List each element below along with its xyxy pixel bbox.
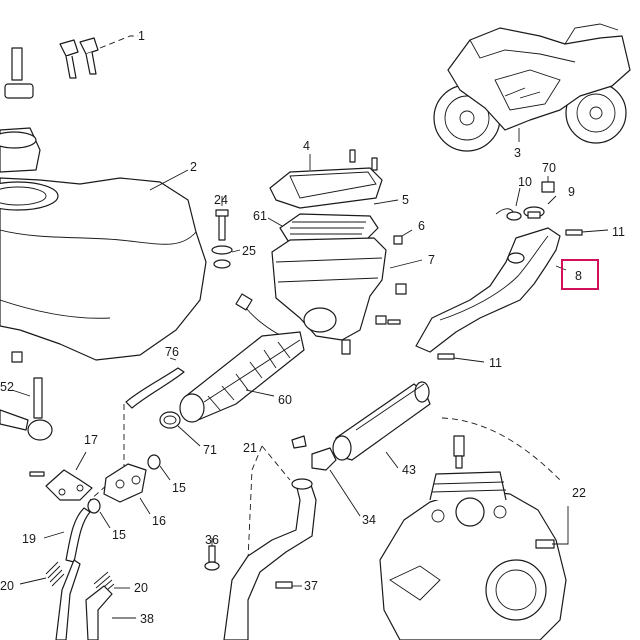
spacer-15 <box>87 454 161 514</box>
callout-8: 8 <box>575 269 582 283</box>
airbox-housing <box>271 235 407 355</box>
bolt-37 <box>275 581 293 589</box>
leader-34 <box>329 469 361 517</box>
exhaust-clamp <box>291 435 337 471</box>
callout-11-lower: 11 <box>489 356 502 370</box>
air-intake-duct <box>415 227 561 353</box>
leader-1 <box>99 35 138 49</box>
mounting-bracket <box>29 469 93 501</box>
leader-16 <box>139 497 151 515</box>
leader-60 <box>245 389 275 397</box>
callout-16: 16 <box>152 514 166 528</box>
exhaust-pipe <box>223 478 317 640</box>
callout-20a: 20 <box>0 579 14 593</box>
callout-3: 3 <box>514 146 521 160</box>
callout-25: 25 <box>242 244 256 258</box>
leader-76 <box>169 357 177 361</box>
fuel-tank <box>0 127 207 361</box>
leader-11-upper <box>581 229 609 233</box>
callout-36: 36 <box>205 533 219 547</box>
ignition-key-set <box>4 37 99 99</box>
callout-24: 24 <box>214 193 228 207</box>
leader-15b <box>99 511 111 529</box>
breather-pipe <box>495 208 522 221</box>
callout-19: 19 <box>22 532 36 546</box>
leader-22 <box>552 506 569 545</box>
callout-10: 10 <box>518 175 532 189</box>
leader-2 <box>149 169 189 191</box>
leader-71 <box>177 425 201 447</box>
callout-20b: 20 <box>134 581 148 595</box>
callout-11-upper: 11 <box>612 225 625 239</box>
callout-5: 5 <box>402 193 409 207</box>
callout-22: 22 <box>572 486 586 500</box>
leader-43 <box>385 451 399 469</box>
leader-7 <box>389 259 423 269</box>
fuel-filter-38 <box>85 585 113 640</box>
callout-37: 37 <box>304 579 318 593</box>
exhaust-silencer <box>332 381 431 461</box>
screw-11-lower <box>437 353 455 360</box>
callout-21: 21 <box>243 441 257 455</box>
leader-52 <box>11 389 31 397</box>
leader-5 <box>373 199 399 205</box>
leader-10 <box>515 187 521 207</box>
callout-17: 17 <box>84 433 98 447</box>
spring-20-left <box>45 561 65 587</box>
bolt-24 <box>215 209 229 241</box>
leader-9 <box>547 195 557 205</box>
callout-34: 34 <box>362 513 376 527</box>
assembly-line-engine <box>441 417 561 481</box>
assembly-line-exhaust-2 <box>247 445 263 561</box>
fuel-pump-16 <box>103 463 147 503</box>
leader-6 <box>401 229 413 237</box>
breather-hose <box>125 293 283 409</box>
engine-block <box>379 435 567 640</box>
callout-15b: 15 <box>112 528 126 542</box>
hose-clamp <box>159 411 181 429</box>
washer-25 <box>211 245 233 269</box>
filler-cap <box>523 206 545 219</box>
motorcycle-illustration <box>433 23 631 152</box>
callout-9: 9 <box>568 185 575 199</box>
screw-11-upper <box>565 229 583 236</box>
callout-2: 2 <box>190 160 197 174</box>
callout-70: 70 <box>542 161 556 175</box>
highlight-box-part-8[interactable] <box>561 259 599 290</box>
leader-20a <box>19 577 47 585</box>
fuel-tap <box>0 351 53 441</box>
clip-70 <box>541 181 555 193</box>
callout-1: 1 <box>138 29 145 43</box>
callout-52: 52 <box>0 380 14 394</box>
callout-71: 71 <box>203 443 217 457</box>
leader-11-lower <box>453 357 485 363</box>
fuel-hose-19 <box>55 507 91 640</box>
leader-25 <box>231 249 241 253</box>
callout-4: 4 <box>303 139 310 153</box>
airbox-cover <box>269 149 383 209</box>
callout-76: 76 <box>165 345 179 359</box>
callout-15a: 15 <box>172 481 186 495</box>
intake-rubber-boot <box>179 331 305 423</box>
assembly-line-exhaust <box>261 445 291 481</box>
callout-7: 7 <box>428 253 435 267</box>
leader-15a <box>159 465 171 481</box>
callout-38: 38 <box>140 612 154 626</box>
spring-20-right <box>93 571 115 597</box>
bolt-36 <box>204 545 220 571</box>
leader-61 <box>267 217 283 227</box>
callout-6: 6 <box>418 219 425 233</box>
callout-60: 60 <box>278 393 292 407</box>
leader-19 <box>43 531 65 539</box>
callout-43: 43 <box>402 463 416 477</box>
callout-61: 61 <box>253 209 267 223</box>
leader-17 <box>75 451 87 471</box>
